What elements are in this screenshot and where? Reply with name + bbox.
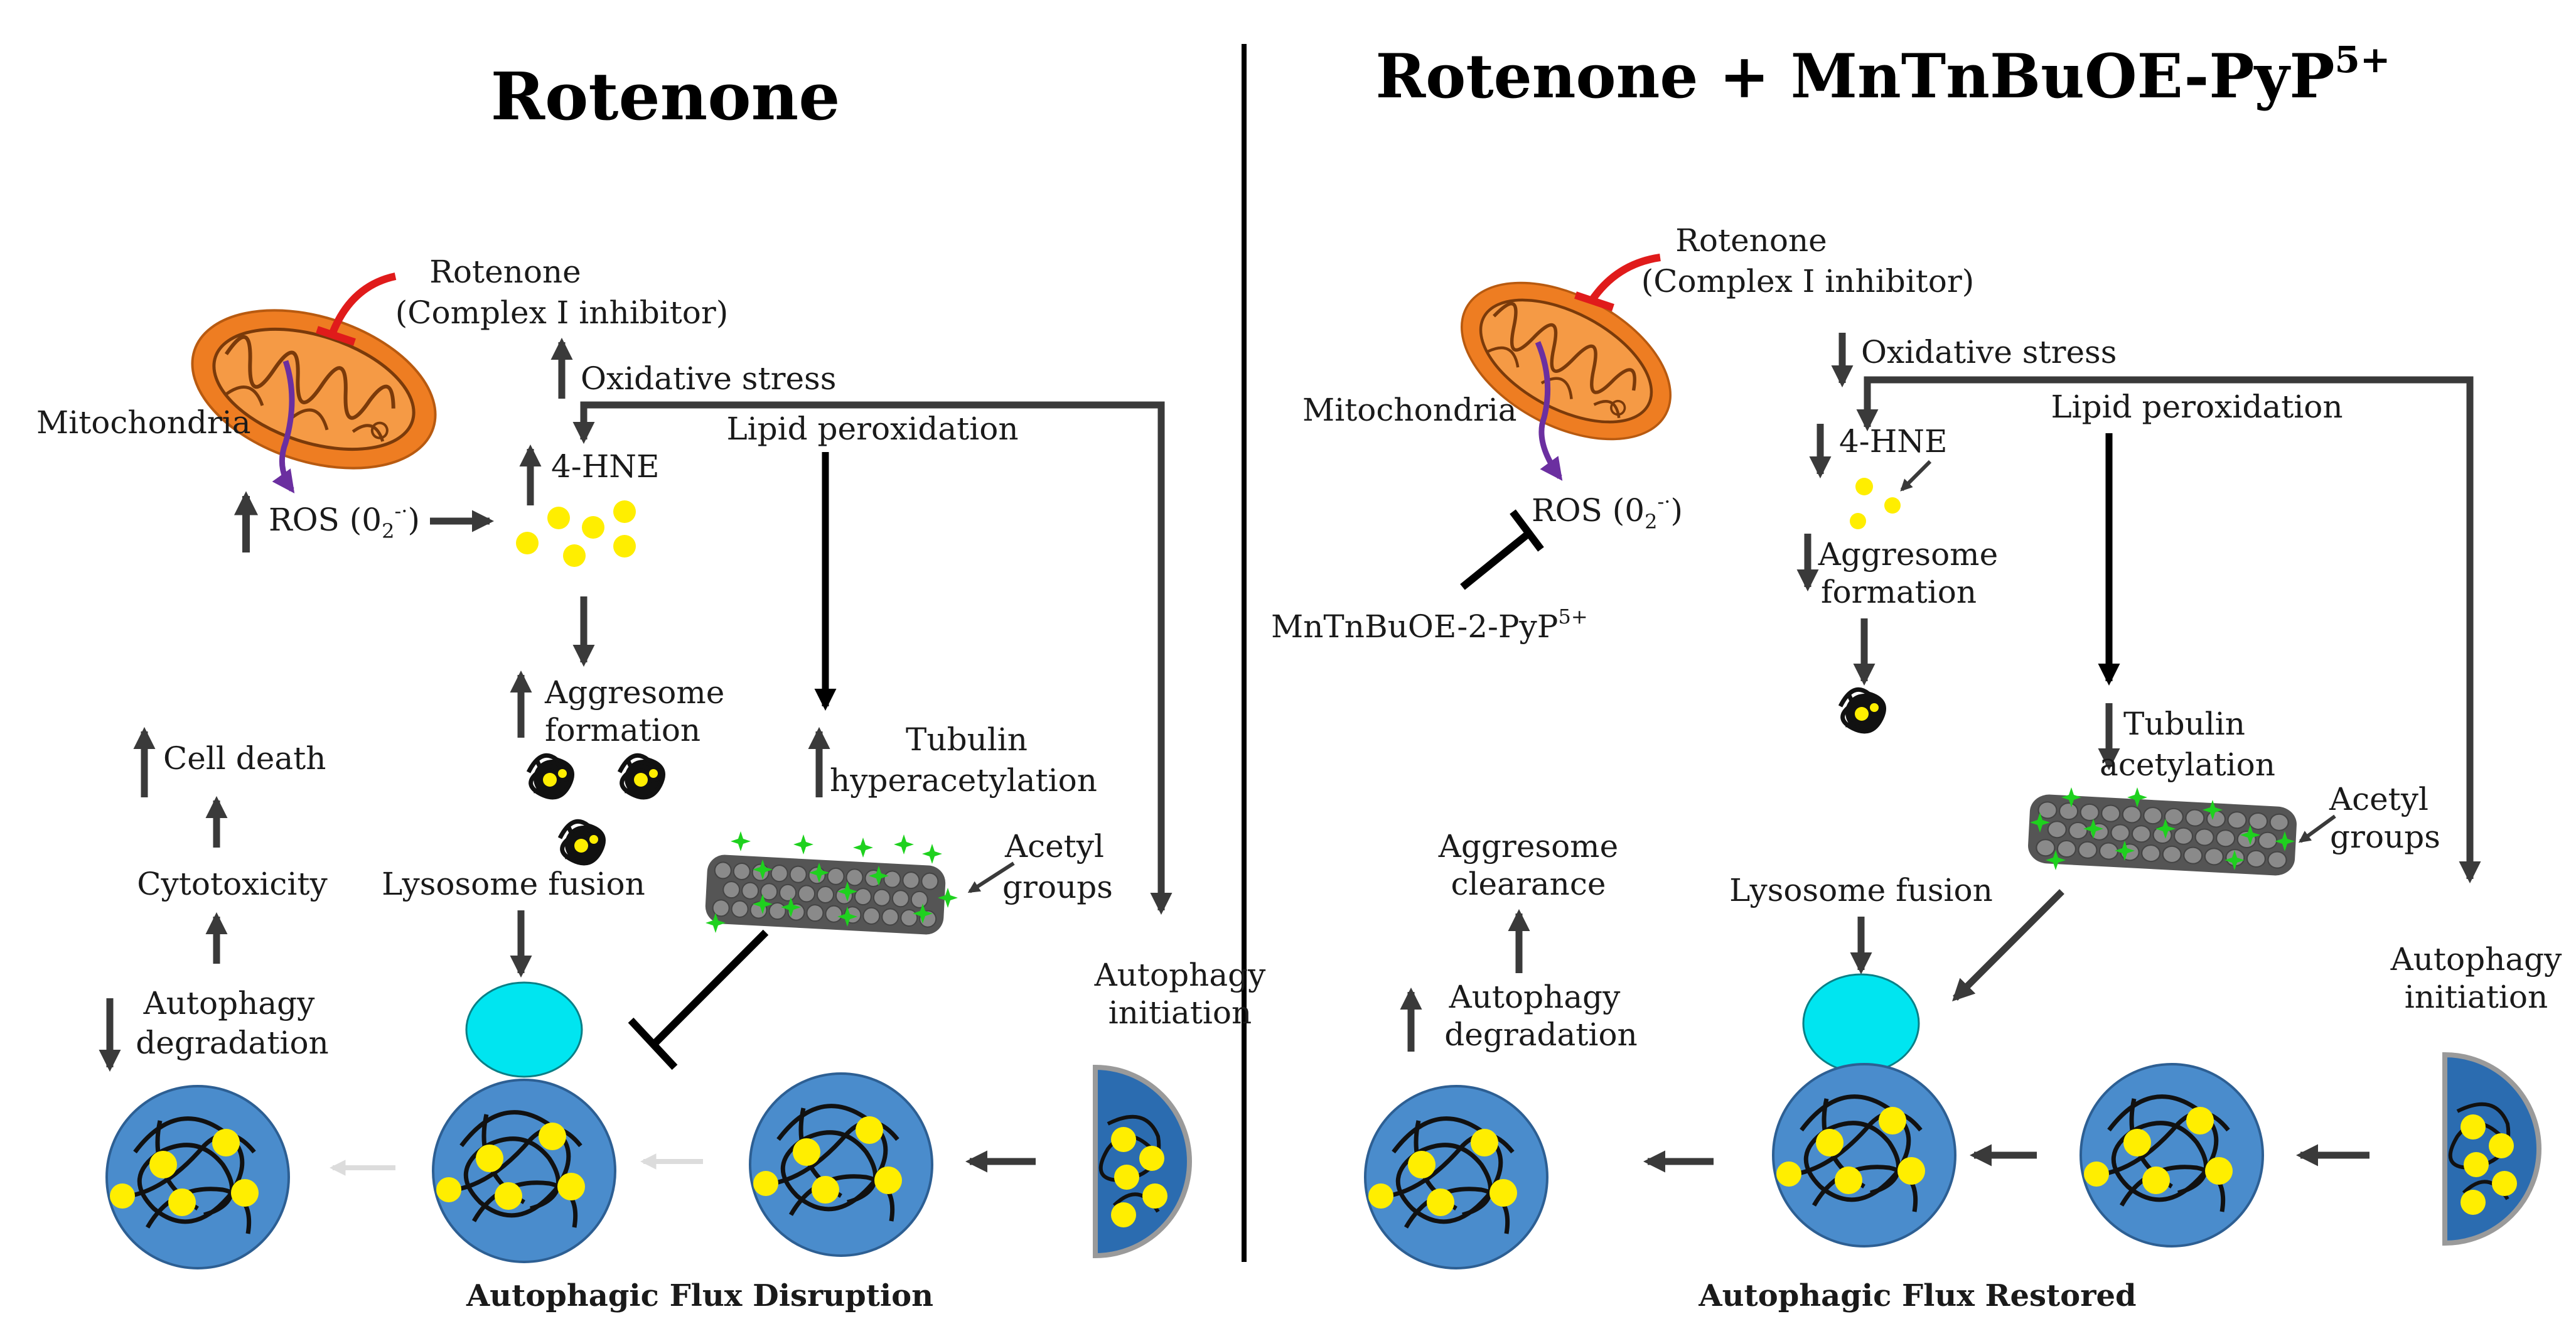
right-formation-label: formation bbox=[1821, 574, 1977, 610]
right-aggresome-label: Aggresome bbox=[1818, 536, 1998, 573]
left-aggresome-2 bbox=[620, 755, 663, 797]
right-lipid-label: Lipid peroxidation bbox=[2051, 389, 2343, 425]
right-caption: Autophagic Flux Restored bbox=[1698, 1278, 2136, 1313]
left-formation-label: formation bbox=[545, 712, 700, 748]
left-aggresome-1 bbox=[529, 755, 572, 797]
right-hne-label: 4-HNE bbox=[1839, 423, 1948, 460]
right-aggresome bbox=[1840, 689, 1884, 731]
right-drug-inhibitor bbox=[1460, 531, 1531, 590]
left-groups-label: groups bbox=[1002, 869, 1113, 905]
right-phagophore bbox=[2445, 1055, 2539, 1243]
left-microtubule bbox=[704, 853, 947, 936]
left-celldeath-label: Cell death bbox=[163, 740, 326, 777]
left-tubulin-inhibitor bbox=[653, 929, 769, 1045]
left-autodeg-label: Autophagy bbox=[143, 985, 316, 1021]
left-rotenone-label: Rotenone bbox=[429, 254, 581, 290]
left-hyperacetylation-label: hyperacetylation bbox=[830, 762, 1097, 799]
left-oxidative-loop-arrow bbox=[572, 401, 1173, 915]
left-aggresome-label: Aggresome bbox=[544, 674, 724, 711]
left-lipid-label: Lipid peroxidation bbox=[726, 411, 1018, 447]
right-lysosome-label: Lysosome fusion bbox=[1729, 872, 1993, 908]
right-rotenone-label: Rotenone bbox=[1675, 222, 1827, 259]
left-title: Rotenone bbox=[491, 58, 840, 135]
right-autodeg-label: Autophagy bbox=[1449, 979, 1621, 1015]
right-autophagosome-degraded bbox=[1365, 1086, 1547, 1268]
left-mitochondria-label: Mitochondria bbox=[36, 404, 251, 441]
right-clearance-label-1: Aggresome bbox=[1438, 828, 1618, 865]
right-acetylation-label: acetylation bbox=[2100, 746, 2275, 783]
right-degradation-label: degradation bbox=[1444, 1016, 1638, 1053]
right-tubulin-label: Tubulin bbox=[2123, 706, 2245, 742]
right-title: Rotenone + MnTnBuOE-PyP5+ bbox=[1376, 38, 2391, 112]
right-complex-label: (Complex I inhibitor) bbox=[1641, 263, 1975, 299]
left-oxidative-label: Oxidative stress bbox=[581, 360, 836, 397]
right-oxidative-loop-arrow bbox=[1856, 376, 2481, 884]
left-autolysosome bbox=[433, 1080, 615, 1262]
right-autolysosome bbox=[1773, 1064, 1955, 1246]
right-lysosome bbox=[1802, 973, 1920, 1074]
left-panel: Rotenone Rotenone (Complex I inhibitor) … bbox=[36, 58, 1266, 1313]
left-tubulin-label: Tubulin bbox=[906, 721, 1028, 758]
right-autophagosome bbox=[2081, 1064, 2263, 1246]
left-cytotoxicity-label: Cytotoxicity bbox=[137, 866, 328, 902]
left-lysosome-label: Lysosome fusion bbox=[382, 866, 645, 902]
left-autoinit-label: Autophagy bbox=[1094, 957, 1267, 993]
right-ros-label: ROS (02-·) bbox=[1532, 490, 1683, 534]
left-acetyl-label: Acetyl bbox=[1004, 828, 1104, 865]
left-hne-dots bbox=[516, 500, 636, 567]
left-autophagosome bbox=[750, 1074, 932, 1256]
left-autophagosome-degraded bbox=[107, 1086, 289, 1268]
right-drug-label: MnTnBuOE-2-PyP5+ bbox=[1271, 605, 1588, 645]
left-lysosome bbox=[465, 981, 583, 1078]
left-caption: Autophagic Flux Disruption bbox=[466, 1278, 933, 1313]
right-clearance-label-2: clearance bbox=[1451, 866, 1606, 902]
left-rotenone-inhibitor bbox=[329, 272, 397, 335]
right-rotenone-inhibitor bbox=[1588, 254, 1661, 304]
left-degradation-label: degradation bbox=[136, 1025, 329, 1061]
left-ros-arrow bbox=[272, 360, 295, 493]
right-hne-dots bbox=[1850, 478, 1901, 529]
left-initiation-label: initiation bbox=[1108, 994, 1252, 1031]
left-complex-label: (Complex I inhibitor) bbox=[395, 294, 729, 331]
right-ros-arrow bbox=[1535, 341, 1563, 481]
right-oxidative-label: Oxidative stress bbox=[1861, 334, 2117, 370]
right-acetyl-label: Acetyl bbox=[2329, 781, 2428, 817]
left-phagophore bbox=[1095, 1067, 1189, 1256]
left-ros-label: ROS (02-·) bbox=[269, 499, 420, 543]
right-mitochondria-label: Mitochondria bbox=[1302, 392, 1517, 428]
right-groups-label: groups bbox=[2330, 819, 2440, 855]
left-aggresome-3 bbox=[560, 821, 604, 863]
left-hne-label: 4-HNE bbox=[551, 448, 660, 485]
right-panel: Rotenone + MnTnBuOE-PyP5+ Rotenone (Comp… bbox=[1271, 38, 2562, 1313]
right-autoinit-label: Autophagy bbox=[2390, 941, 2563, 978]
right-initiation-label: initiation bbox=[2405, 979, 2548, 1015]
